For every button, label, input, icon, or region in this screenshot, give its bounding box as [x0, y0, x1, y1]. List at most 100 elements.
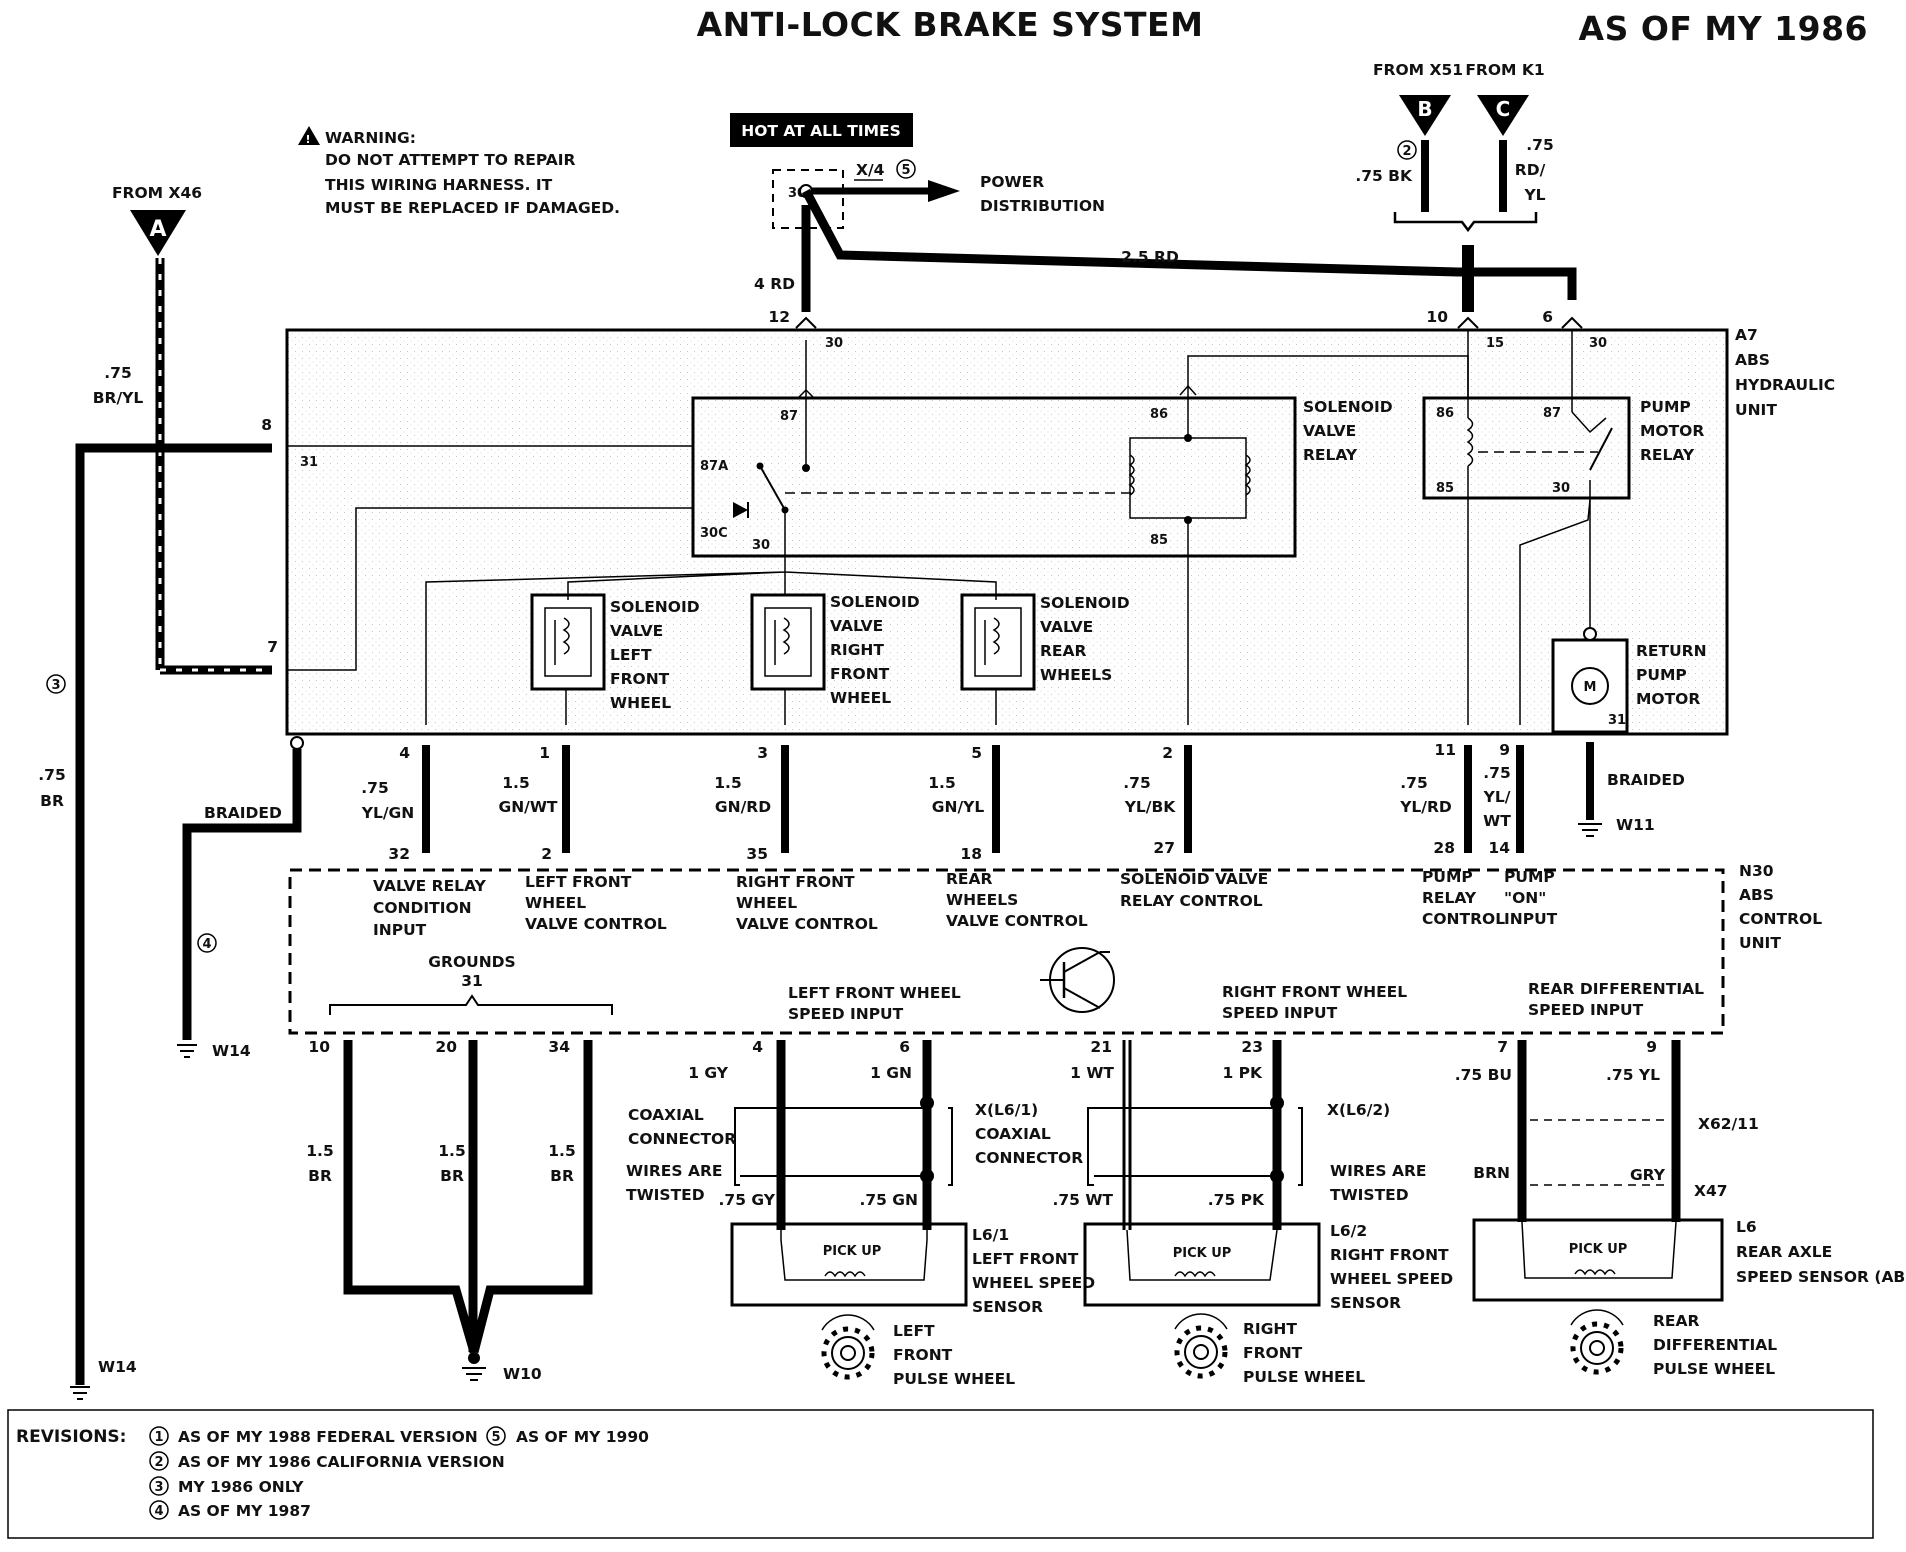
svg-text:AS OF MY 1986 CALIFORNIA VERSI: AS OF MY 1986 CALIFORNIA VERSION	[178, 1453, 505, 1471]
svg-text:YL/BK: YL/BK	[1124, 798, 1177, 816]
svg-text:SPEED INPUT: SPEED INPUT	[1222, 1004, 1338, 1022]
svg-text:BR: BR	[308, 1167, 332, 1185]
svg-text:GROUNDS: GROUNDS	[428, 953, 515, 971]
ground-w11: W11	[1578, 816, 1655, 837]
svg-text:5: 5	[491, 1430, 500, 1445]
svg-text:REVISIONS:: REVISIONS:	[16, 1427, 126, 1447]
svg-text:30: 30	[825, 336, 843, 351]
svg-text:FRONT: FRONT	[893, 1346, 953, 1364]
source-c: FROM K1 C	[1465, 61, 1545, 136]
svg-text:30: 30	[1589, 336, 1607, 351]
svg-text:RIGHT FRONT: RIGHT FRONT	[736, 873, 855, 891]
svg-text:PICK UP: PICK UP	[1173, 1246, 1232, 1261]
warning-note: ! WARNING: DO NOT ATTEMPT TO REPAIR THIS…	[298, 126, 620, 217]
svg-text:HYDRAULIC: HYDRAULIC	[1735, 376, 1835, 394]
svg-text:DIFFERENTIAL: DIFFERENTIAL	[1653, 1336, 1777, 1354]
revision-1: 1 AS OF MY 1988 FEDERAL VERSION	[149, 1426, 478, 1446]
svg-text:PULSE WHEEL: PULSE WHEEL	[1653, 1360, 1775, 1378]
svg-text:SOLENOID VALVE: SOLENOID VALVE	[1120, 870, 1268, 888]
svg-text:YL/GN: YL/GN	[361, 804, 414, 822]
svg-text:8: 8	[261, 416, 272, 434]
svg-text:RIGHT FRONT WHEEL: RIGHT FRONT WHEEL	[1222, 983, 1407, 1001]
solenoid-valve-relay-box	[691, 396, 1297, 558]
svg-text:.75: .75	[361, 779, 388, 797]
svg-text:TWISTED: TWISTED	[1330, 1186, 1409, 1204]
svg-text:SOLENOID: SOLENOID	[1040, 594, 1130, 612]
svg-text:1: 1	[539, 744, 550, 762]
svg-text:.75: .75	[1400, 774, 1427, 792]
svg-text:"ON": "ON"	[1504, 889, 1546, 907]
svg-text:AS OF MY 1988 FEDERAL VERSION: AS OF MY 1988 FEDERAL VERSION	[178, 1428, 478, 1446]
svg-text:!: !	[305, 133, 310, 146]
svg-text:LEFT FRONT: LEFT FRONT	[525, 873, 632, 891]
svg-text:1 WT: 1 WT	[1070, 1064, 1114, 1082]
svg-text:86: 86	[1436, 406, 1454, 421]
svg-text:PUMP: PUMP	[1504, 868, 1555, 886]
svg-text:VALVE CONTROL: VALVE CONTROL	[525, 915, 667, 933]
pump-motor-relay-box	[1422, 396, 1631, 500]
svg-text:FRONT: FRONT	[1243, 1344, 1303, 1362]
svg-text:.75 YL: .75 YL	[1606, 1066, 1660, 1084]
svg-text:PULSE WHEEL: PULSE WHEEL	[893, 1370, 1015, 1388]
revision-2: 2 AS OF MY 1986 CALIFORNIA VERSION	[149, 1451, 505, 1471]
svg-text:WHEEL SPEED: WHEEL SPEED	[1330, 1270, 1453, 1288]
svg-text:CONNECTOR: CONNECTOR	[975, 1149, 1083, 1167]
svg-text:REAR: REAR	[1653, 1312, 1700, 1330]
a7-to-n30-wires	[422, 742, 1594, 853]
svg-text:32: 32	[388, 845, 410, 863]
svg-text:CONNECTOR: CONNECTOR	[628, 1130, 736, 1148]
svg-text:PUMP: PUMP	[1640, 398, 1691, 416]
svg-text:BRN: BRN	[1473, 1164, 1510, 1182]
svg-text:X(L6/2): X(L6/2)	[1327, 1101, 1390, 1119]
svg-text:X47: X47	[1694, 1182, 1728, 1200]
svg-text:1 GY: 1 GY	[688, 1064, 729, 1082]
svg-text:VALVE RELAY: VALVE RELAY	[373, 877, 487, 895]
svg-text:1 PK: 1 PK	[1222, 1064, 1263, 1082]
svg-text:WARNING:: WARNING:	[325, 129, 416, 147]
svg-text:2: 2	[154, 1455, 163, 1470]
svg-text:AS OF MY 1990: AS OF MY 1990	[516, 1428, 649, 1446]
svg-text:LEFT: LEFT	[610, 646, 652, 664]
svg-text:9: 9	[1499, 741, 1510, 759]
svg-text:X/4: X/4	[856, 161, 885, 179]
svg-text:1: 1	[154, 1430, 163, 1445]
svg-text:1.5: 1.5	[306, 1142, 333, 1160]
svg-text:18: 18	[960, 845, 982, 863]
svg-text:FROM X51: FROM X51	[1373, 61, 1463, 79]
svg-text:WHEEL: WHEEL	[830, 689, 891, 707]
svg-text:SPEED INPUT: SPEED INPUT	[1528, 1001, 1644, 1019]
svg-text:1.5: 1.5	[502, 774, 529, 792]
svg-text:6: 6	[1542, 308, 1553, 326]
svg-text:PUMP: PUMP	[1636, 666, 1687, 684]
source-b: FROM X51 B	[1373, 61, 1463, 136]
svg-text:RD/: RD/	[1515, 161, 1546, 179]
left-front-sensor-wiring	[730, 1040, 968, 1307]
transistor-icon	[1040, 947, 1115, 1013]
svg-text:COAXIAL: COAXIAL	[628, 1106, 704, 1124]
svg-text:MOTOR: MOTOR	[1640, 422, 1704, 440]
svg-text:14: 14	[1488, 839, 1510, 857]
svg-text:3: 3	[51, 678, 60, 693]
svg-text:85: 85	[1150, 533, 1168, 548]
svg-text:BRAIDED: BRAIDED	[204, 804, 282, 822]
svg-text:4: 4	[752, 1038, 763, 1056]
svg-text:REAR: REAR	[946, 870, 993, 888]
svg-text:FROM X46: FROM X46	[112, 184, 202, 202]
svg-text:11: 11	[1434, 741, 1456, 759]
revisions-box	[7, 1409, 1874, 1539]
svg-text:BR: BR	[550, 1167, 574, 1185]
svg-text:W14: W14	[98, 1358, 137, 1376]
svg-text:21: 21	[1090, 1038, 1112, 1056]
svg-text:GRY: GRY	[1630, 1166, 1666, 1184]
svg-text:10: 10	[1426, 308, 1448, 326]
svg-text:7: 7	[267, 638, 278, 656]
svg-text:.75 BK: .75 BK	[1355, 167, 1413, 185]
svg-text:87: 87	[1543, 406, 1561, 421]
svg-text:WHEEL: WHEEL	[736, 894, 797, 912]
page-title: ANTI-LOCK BRAKE SYSTEM	[697, 5, 1204, 44]
svg-text:WHEELS: WHEELS	[1040, 666, 1112, 684]
svg-text:30: 30	[752, 538, 770, 553]
pulse-wheel-right-front-icon	[1174, 1313, 1228, 1379]
svg-text:15: 15	[1486, 336, 1504, 351]
